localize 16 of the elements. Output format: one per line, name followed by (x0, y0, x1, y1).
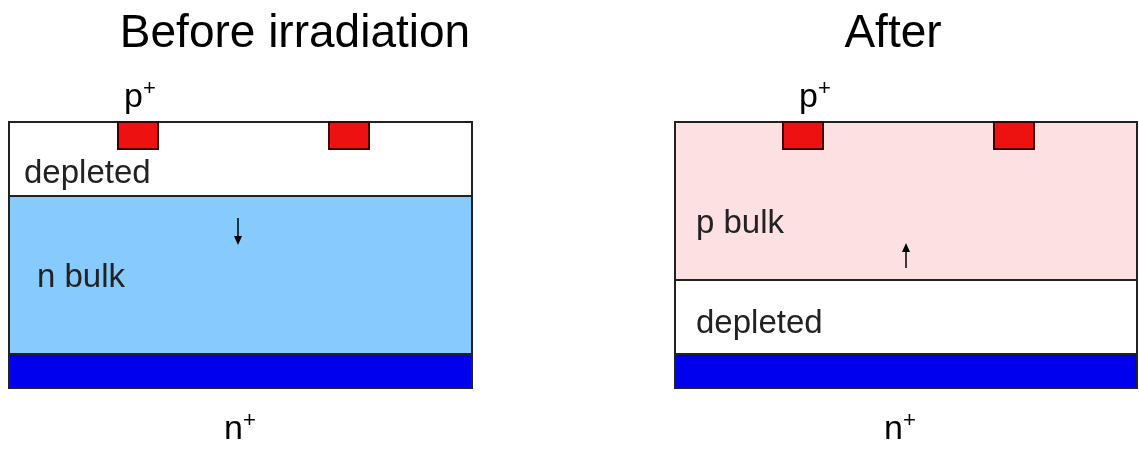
doping-label: n$^{+}$ (224, 410, 256, 444)
contact-layer (8, 353, 473, 389)
doping-label: p$^{+}$ (799, 78, 831, 112)
silicon-region (8, 195, 473, 355)
doping-label: p$^{+}$ (124, 78, 156, 112)
panel-title: Before irradiation (119, 8, 471, 54)
panel-title: After (844, 8, 942, 54)
contact-layer (674, 353, 1138, 389)
silicon-region (674, 121, 1138, 281)
region-label: p bulk (696, 205, 785, 238)
region-label: depleted (696, 305, 823, 338)
silicon-region (674, 279, 1138, 355)
region-label: n bulk (37, 259, 126, 292)
silicon-region (8, 121, 473, 197)
region-label: depleted (24, 155, 151, 188)
doping-label: n$^{+}$ (884, 410, 916, 444)
